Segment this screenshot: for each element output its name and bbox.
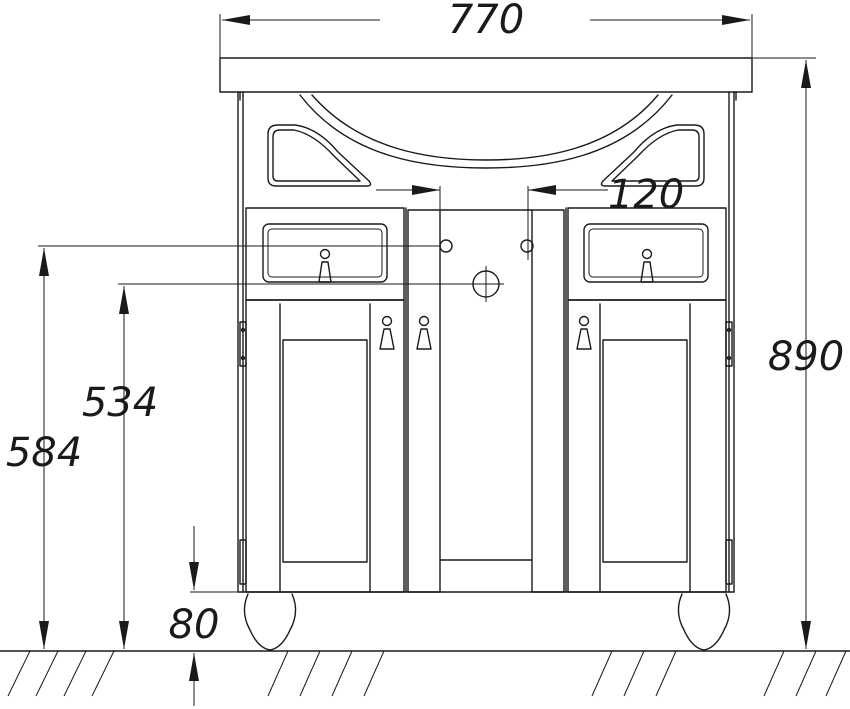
door-left (245, 299, 405, 593)
door-center (405, 207, 567, 593)
decor-panel-left (267, 124, 372, 187)
dimension-outlet-upper-label: 584 (6, 430, 82, 476)
drawer-right (567, 207, 727, 301)
dimension-offset: 120 (376, 172, 684, 260)
door-handle-icon (416, 315, 432, 350)
door-right (567, 299, 727, 593)
dimension-total-height: 890 (752, 57, 844, 649)
dimension-leg-height-label: 80 (169, 602, 220, 648)
dimension-width-label: 770 (448, 0, 524, 43)
leg-left (243, 593, 297, 651)
drawer-left (245, 207, 405, 301)
hinge-icon (239, 321, 733, 585)
cabinet-body (237, 91, 735, 593)
leg-right (677, 593, 731, 651)
drawer-handle-icon (640, 248, 654, 283)
drawer-handle-icon (318, 248, 332, 283)
dimension-leg-height: 80 (169, 526, 270, 706)
dimension-outlet-upper: 584 (6, 245, 440, 649)
dimension-total-height-label: 890 (768, 334, 844, 380)
basin-curve (311, 94, 659, 161)
dimension-offset-label: 120 (608, 172, 684, 218)
dimension-outlet-lower-label: 534 (82, 380, 158, 426)
door-handle-icon (576, 315, 592, 350)
decor-panel-right (600, 124, 705, 187)
floor (0, 650, 850, 697)
countertop (219, 57, 753, 101)
dimension-outlet-lower: 534 (82, 283, 468, 649)
door-handle-icon (379, 315, 395, 350)
pipe-outlets (439, 239, 534, 302)
dimension-width: 770 (219, 0, 753, 58)
